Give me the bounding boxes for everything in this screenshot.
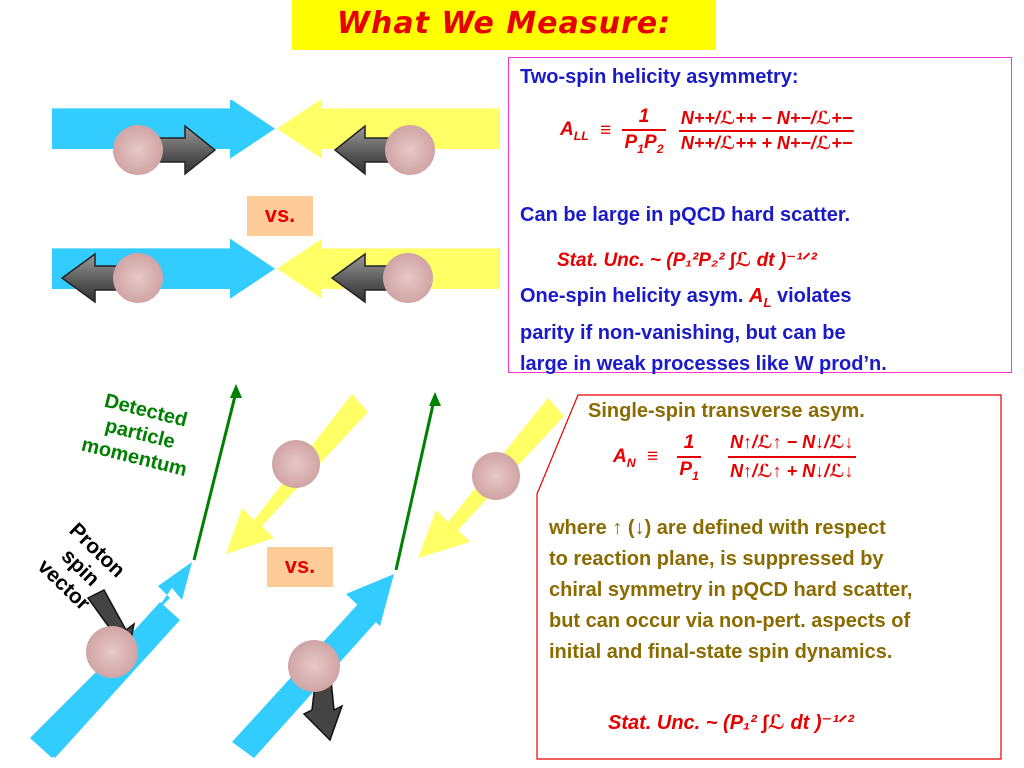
momentum-arrow-head bbox=[230, 384, 242, 398]
blue-beam-arrow-body bbox=[35, 602, 180, 758]
blue-beam-arrow bbox=[52, 100, 275, 159]
vs-label-top: vs. bbox=[247, 196, 313, 236]
one-spin-text: One-spin helicity asym. AL violates pari… bbox=[520, 285, 887, 375]
momentum-arrow-head bbox=[429, 392, 441, 406]
proton-circle bbox=[86, 626, 138, 678]
slide-title: What We Measure: bbox=[336, 6, 672, 41]
transverse-scattering-diagrams bbox=[30, 384, 564, 758]
helicity-asymmetry-panel bbox=[508, 57, 1012, 373]
proton-circle bbox=[272, 440, 320, 488]
momentum-arrow bbox=[192, 391, 238, 561]
an-formula: AN ≡ 1 P1 N↑/ℒ↑ − N↓/ℒ↓ N↑/ℒ↑ + N↓/ℒ↓ bbox=[613, 432, 856, 483]
stat-uncertainty-transverse: Stat. Unc. ~ (P₁² ∫ℒ dt )⁻¹ᐟ² bbox=[608, 712, 854, 734]
stat-uncertainty-helicity: Stat. Unc. ~ (P₁²P₂² ∫ℒ dt )⁻¹ᐟ² bbox=[557, 250, 817, 271]
helicity-heading: Two-spin helicity asymmetry: bbox=[520, 66, 799, 88]
proton-circle bbox=[383, 253, 433, 303]
proton-circle bbox=[472, 452, 520, 500]
title-background bbox=[292, 0, 716, 50]
blue-beam-arrow-head bbox=[346, 574, 394, 626]
all-formula: ALL ≡ 1 P1P2 N++/ℒ++ − N+−/ℒ+− N++/ℒ++ +… bbox=[560, 106, 855, 156]
transverse-heading: Single-spin transverse asym. bbox=[588, 400, 865, 422]
proton-circle bbox=[113, 253, 163, 303]
yellow-beam-arrow bbox=[277, 100, 500, 159]
vs-label-bottom: vs. bbox=[267, 547, 333, 587]
pqcd-line: Can be large in pQCD hard scatter. bbox=[520, 204, 851, 226]
momentum-arrow bbox=[394, 399, 436, 571]
proton-circle bbox=[113, 125, 163, 175]
proton-circle bbox=[385, 125, 435, 175]
helicity-collision-diagrams bbox=[52, 100, 500, 304]
proton-circle bbox=[288, 640, 340, 692]
transverse-panel-border bbox=[536, 394, 1002, 760]
transverse-body-text: where ↑ (↓) are defined with respect to … bbox=[549, 517, 913, 663]
